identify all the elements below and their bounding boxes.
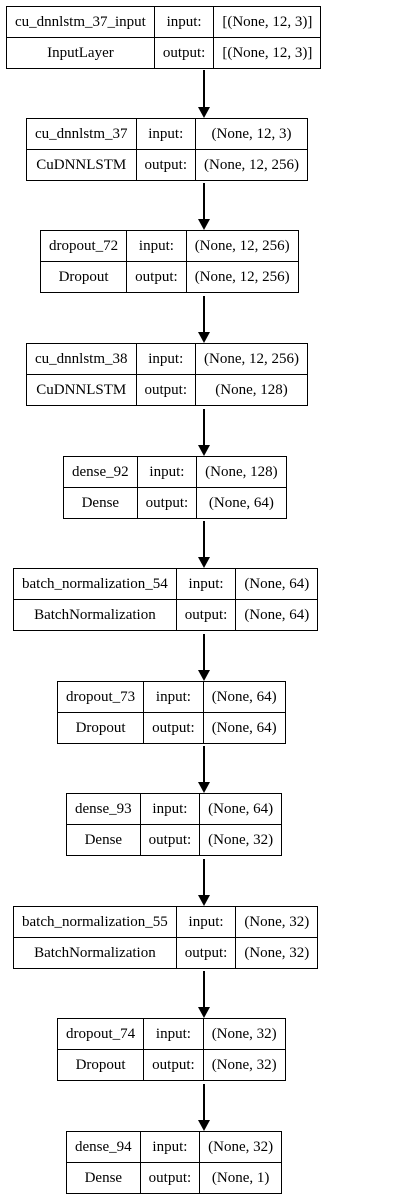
flow-arrow — [198, 859, 210, 906]
output-shape: (None, 32) — [202, 1049, 286, 1081]
input-shape: (None, 32) — [199, 1131, 283, 1163]
layer-node: dropout_74 input: (None, 32) Dropout out… — [56, 1018, 286, 1081]
input-shape: [(None, 12, 3)] — [213, 6, 322, 38]
layer-class: CuDNNLSTM — [26, 149, 137, 181]
flow-arrow — [198, 409, 210, 456]
output-label: output: — [175, 599, 237, 631]
input-label: input: — [139, 1131, 201, 1163]
input-label: input: — [136, 456, 198, 488]
layer-node: dropout_72 input: (None, 12, 256) Dropou… — [39, 230, 299, 293]
layer-class: Dropout — [56, 712, 145, 744]
output-label: output: — [153, 37, 215, 69]
output-shape: (None, 12, 256) — [195, 149, 308, 181]
layer-class: Dense — [63, 487, 138, 519]
input-shape: (None, 64) — [199, 793, 283, 825]
output-shape: (None, 64) — [235, 599, 319, 631]
flow-arrow — [198, 1084, 210, 1131]
flow-arrow — [198, 746, 210, 793]
output-label: output: — [175, 937, 237, 969]
input-shape: (None, 32) — [235, 906, 319, 938]
layer-name: dense_92 — [63, 456, 138, 488]
output-label: output: — [143, 712, 204, 744]
layer-class: InputLayer — [6, 37, 155, 69]
layer-name: cu_dnnlstm_37_input — [6, 6, 155, 38]
input-label: input: — [139, 793, 201, 825]
output-shape: (None, 64) — [202, 712, 286, 744]
output-label: output: — [139, 824, 201, 856]
input-shape: (None, 64) — [202, 681, 286, 713]
flow-arrow — [198, 521, 210, 568]
flow-arrow — [198, 183, 210, 230]
output-shape: [(None, 12, 3)] — [213, 37, 322, 69]
output-shape: (None, 12, 256) — [185, 261, 299, 293]
layer-name: dropout_72 — [39, 230, 128, 262]
output-shape: (None, 1) — [199, 1162, 283, 1194]
layer-class: Dense — [66, 824, 141, 856]
input-label: input: — [143, 1018, 204, 1050]
input-shape: (None, 12, 256) — [185, 230, 299, 262]
output-label: output: — [139, 1162, 201, 1194]
input-label: input: — [135, 343, 197, 375]
flow-arrow — [198, 634, 210, 681]
layer-name: dense_93 — [66, 793, 141, 825]
input-shape: (None, 64) — [235, 568, 319, 600]
input-label: input: — [175, 906, 237, 938]
layer-node: dense_92 input: (None, 128) Dense output… — [63, 456, 287, 519]
flow-arrow — [198, 971, 210, 1018]
layer-class: CuDNNLSTM — [26, 374, 137, 406]
layer-name: cu_dnnlstm_38 — [26, 343, 137, 375]
input-label: input: — [135, 118, 197, 150]
layer-name: cu_dnnlstm_37 — [26, 118, 137, 150]
layer-node: batch_normalization_55 input: (None, 32)… — [13, 906, 319, 969]
layer-class: Dense — [66, 1162, 141, 1194]
input-label: input: — [175, 568, 237, 600]
layer-node: batch_normalization_54 input: (None, 64)… — [13, 568, 319, 631]
output-label: output: — [126, 261, 187, 293]
input-shape: (None, 32) — [202, 1018, 286, 1050]
input-shape: (None, 12, 256) — [195, 343, 308, 375]
layer-name: dropout_73 — [56, 681, 145, 713]
output-label: output: — [143, 1049, 204, 1081]
output-label: output: — [135, 149, 197, 181]
output-label: output: — [135, 374, 197, 406]
layer-name: batch_normalization_55 — [13, 906, 177, 938]
layer-class: Dropout — [56, 1049, 145, 1081]
flow-arrow — [198, 70, 210, 118]
layer-node: cu_dnnlstm_37_input input: [(None, 12, 3… — [6, 6, 322, 69]
layer-name: batch_normalization_54 — [13, 568, 177, 600]
input-label: input: — [126, 230, 187, 262]
layer-node: cu_dnnlstm_37 input: (None, 12, 3) CuDNN… — [26, 118, 308, 181]
layer-class: Dropout — [39, 261, 128, 293]
input-shape: (None, 128) — [196, 456, 287, 488]
output-shape: (None, 32) — [199, 824, 283, 856]
layer-class: BatchNormalization — [13, 937, 177, 969]
layer-name: dropout_74 — [56, 1018, 145, 1050]
output-label: output: — [136, 487, 198, 519]
layer-class: BatchNormalization — [13, 599, 177, 631]
layer-node: dropout_73 input: (None, 64) Dropout out… — [56, 681, 286, 744]
layer-node: cu_dnnlstm_38 input: (None, 12, 256) CuD… — [26, 343, 308, 406]
input-shape: (None, 12, 3) — [195, 118, 308, 150]
input-label: input: — [143, 681, 204, 713]
output-shape: (None, 64) — [196, 487, 287, 519]
input-label: input: — [153, 6, 215, 38]
output-shape: (None, 32) — [235, 937, 319, 969]
layer-node: dense_94 input: (None, 32) Dense output:… — [66, 1131, 283, 1194]
flow-arrow — [198, 296, 210, 343]
layer-name: dense_94 — [66, 1131, 141, 1163]
output-shape: (None, 128) — [195, 374, 308, 406]
layer-node: dense_93 input: (None, 64) Dense output:… — [66, 793, 283, 856]
